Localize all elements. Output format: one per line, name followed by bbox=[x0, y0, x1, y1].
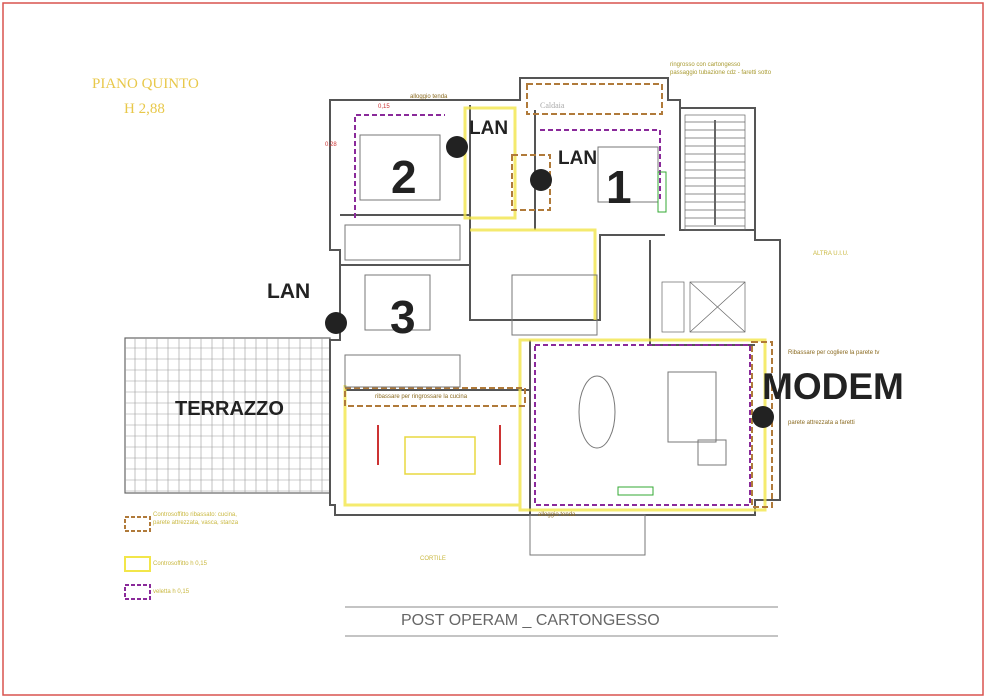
lan-label-room2: LAN bbox=[469, 118, 509, 139]
floor-height: H 2,88 bbox=[124, 101, 165, 117]
legend-swatch-lowered bbox=[124, 516, 151, 532]
veletta-zones bbox=[354, 114, 751, 506]
courtyard-label: CORTILE bbox=[420, 556, 446, 562]
dim-b: 0,28 bbox=[325, 142, 337, 148]
legend-swatch-h015 bbox=[124, 556, 151, 572]
kitchen-note: ribassare per ringrossare la cucina bbox=[375, 394, 468, 400]
boiler-label: Caldaia bbox=[540, 101, 565, 110]
kitchen-lines bbox=[377, 425, 501, 475]
modem-label: MODEM bbox=[762, 366, 904, 407]
wall-note: Ribassare per cogliere la parete tv bbox=[788, 350, 880, 356]
note-top-1: ringrosso con cartongesso bbox=[670, 62, 741, 68]
furniture bbox=[344, 134, 727, 556]
note-top-2: passaggio tubazione cdz - faretti sotto bbox=[670, 70, 772, 76]
staircase bbox=[661, 114, 746, 333]
legend-swatch-veletta bbox=[124, 584, 151, 600]
legend-label-lowered: Controsoffitto ribassato: cucina, parete… bbox=[153, 512, 239, 526]
room-1-number: 1 bbox=[606, 161, 632, 213]
floor-name: PIANO QUINTO bbox=[92, 76, 199, 92]
tent-label-1: alloggio tenda bbox=[410, 94, 448, 100]
drawing-title: POST OPERAM _ CARTONGESSO bbox=[401, 612, 660, 629]
tent-label-2: alloggio tenda bbox=[538, 512, 576, 518]
lan-label-room3: LAN bbox=[267, 280, 311, 303]
legend-label-veletta: veletta h 0,15 bbox=[153, 589, 190, 595]
lan-port-room2 bbox=[446, 136, 468, 158]
lan-port-room3 bbox=[325, 312, 347, 334]
dim-a: 0,15 bbox=[378, 104, 390, 110]
ceiling-h015-zones bbox=[343, 106, 767, 512]
terrace-label: TERRAZZO bbox=[175, 398, 284, 420]
lan-port-room1 bbox=[530, 169, 552, 191]
equipped-wall-note: parete attrezzata a faretti bbox=[788, 420, 855, 426]
room-2-number: 2 bbox=[391, 151, 417, 203]
modem-port bbox=[752, 406, 774, 428]
other-unit-label: ALTRA U.I.U. bbox=[813, 251, 849, 257]
room-3-number: 3 bbox=[390, 291, 416, 343]
legend-label-h015: Controsoffitto h 0,15 bbox=[153, 561, 207, 567]
terrace-grid bbox=[124, 337, 331, 494]
lan-label-room1: LAN bbox=[558, 148, 598, 169]
